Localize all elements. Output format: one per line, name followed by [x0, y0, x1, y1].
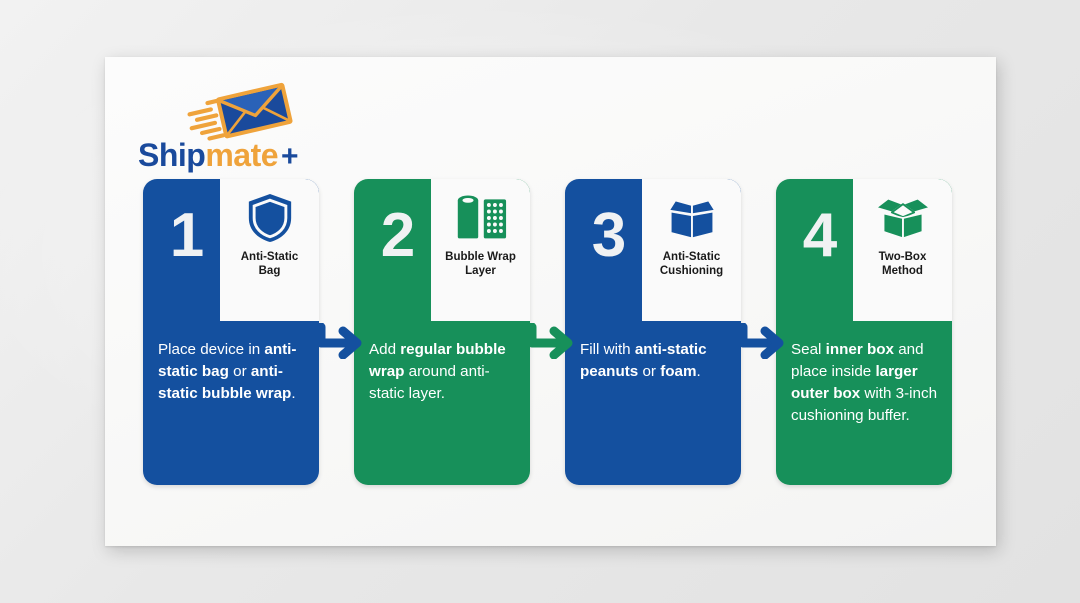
- step-caption-3-line1: Anti-Static: [662, 251, 721, 263]
- brand-logo: Shipmate+: [138, 79, 378, 189]
- steps-row: 1 Anti-Static Bag Place device in anti-s…: [143, 179, 958, 485]
- step-card-2[interactable]: 2: [354, 179, 530, 485]
- brand-plus-symbol: +: [281, 140, 299, 173]
- step-icon-panel-4: Two-Box Method: [853, 179, 952, 321]
- step-number-2: 2: [380, 201, 415, 270]
- arrow-step3-to-step4: [738, 322, 787, 360]
- step-number-3: 3: [591, 201, 626, 270]
- brand-name-part2: mate: [205, 137, 279, 173]
- step-icon-panel-1: Anti-Static Bag: [220, 179, 319, 321]
- step-caption-3: Anti-Static Cushioning: [646, 251, 738, 278]
- open-box-icon: [661, 187, 723, 249]
- step-body-3: Fill with anti-static peanuts or foam.: [580, 341, 707, 381]
- step-body-2: Add regular bubble wrap around anti-stat…: [369, 341, 506, 403]
- step-caption-3-line2: Cushioning: [659, 264, 724, 277]
- step-card-1[interactable]: 1 Anti-Static Bag Place device in anti-s…: [143, 179, 319, 485]
- infographic-poster: Shipmate+ 1 Anti-Static Bag Place device…: [105, 57, 996, 546]
- flying-envelope-icon: [186, 79, 298, 141]
- step-number-1: 1: [169, 201, 204, 270]
- step-number-4: 4: [802, 201, 837, 270]
- step-caption-2-line1: Bubble Wrap: [445, 251, 516, 263]
- step-icon-panel-2: Bubble Wrap Layer: [431, 179, 530, 321]
- step-card-4[interactable]: 4: [776, 179, 952, 485]
- brand-name-part1: Ship: [138, 137, 206, 173]
- step-caption-1-line2: Bag: [258, 264, 281, 277]
- step-caption-4-line2: Method: [882, 264, 923, 277]
- step-body-4: Seal inner box and place inside larger o…: [791, 341, 938, 425]
- step-caption-1: Anti-Static Bag: [224, 251, 316, 278]
- step-icon-panel-3: Anti-Static Cushioning: [642, 179, 741, 321]
- bubble-wrap-roll-icon: [450, 187, 512, 249]
- step-body-1: Place device in anti-static bag or anti-…: [158, 341, 297, 403]
- step-card-3[interactable]: 3: [565, 179, 741, 485]
- brand-wordmark: Shipmate+: [138, 137, 299, 173]
- step-caption-2-line2: Layer: [465, 264, 496, 277]
- step-caption-1-line1: Anti-Static: [240, 251, 299, 263]
- arrow-step2-to-step3: [527, 322, 576, 360]
- step-caption-2: Bubble Wrap Layer: [435, 251, 527, 278]
- open-box-wide-flaps-icon: [872, 187, 934, 249]
- step-caption-4-line1: Two-Box: [878, 251, 927, 263]
- shield-icon: [239, 187, 301, 249]
- step-caption-4: Two-Box Method: [857, 251, 949, 278]
- arrow-step1-to-step2: [316, 322, 365, 360]
